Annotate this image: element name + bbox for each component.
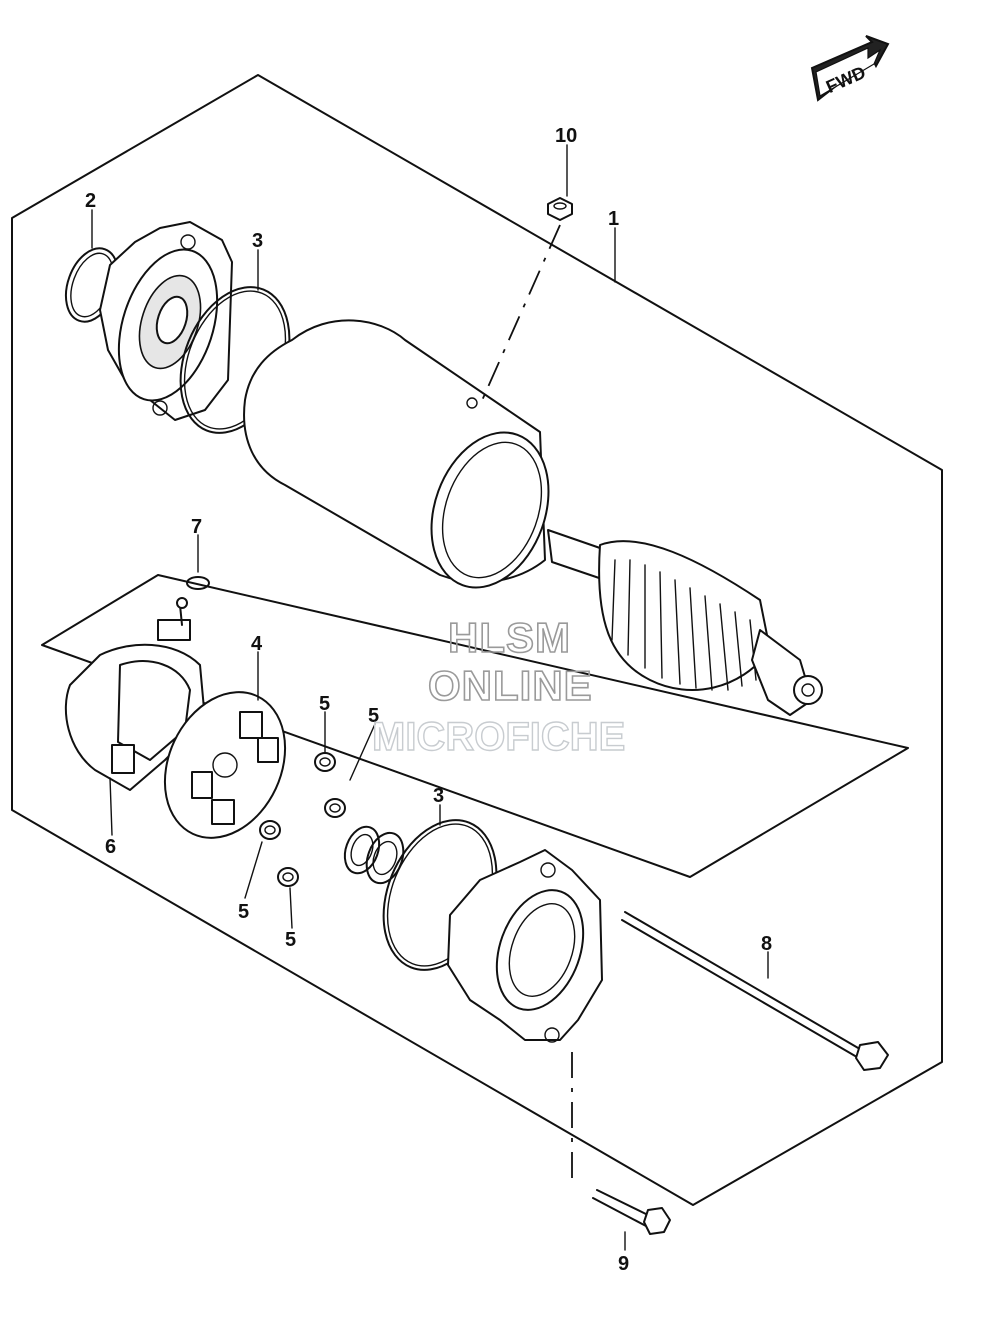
watermark-line-1: HLSM [448, 614, 571, 661]
callout-5-b: 5 [368, 705, 379, 727]
armature [547, 529, 823, 716]
part-5-spring-c [259, 820, 281, 840]
callout-2: 2 [85, 190, 96, 212]
watermark-line-2: ONLINE [428, 662, 593, 709]
callout-5-c: 5 [238, 901, 249, 923]
callout-8: 8 [761, 933, 772, 955]
nut-leader-dashed [479, 224, 561, 406]
fwd-arrow-icon: FWD [810, 35, 890, 102]
part-9-short-bolt [592, 1189, 671, 1235]
part-5-spring-a [314, 752, 336, 772]
callout-1: 1 [608, 208, 619, 230]
part-8-through-bolt [621, 911, 889, 1071]
callout-5-a: 5 [319, 693, 330, 715]
callout-3-top: 3 [252, 230, 263, 252]
callout-7: 7 [191, 516, 202, 538]
part-7-small-o-ring [186, 576, 210, 590]
assembly-frame [11, 74, 943, 1206]
leader-lines [91, 144, 769, 1251]
washers [343, 825, 405, 885]
callout-3-bottom: 3 [433, 785, 444, 807]
yoke-housing [243, 319, 550, 589]
callout-5-d: 5 [285, 929, 296, 951]
part-5-spring-b [324, 798, 346, 818]
callout-10: 10 [555, 125, 577, 147]
sub-frame [41, 574, 909, 878]
front-cover-housing [99, 221, 233, 421]
callout-6: 6 [105, 836, 116, 858]
callout-4: 4 [251, 633, 263, 655]
callout-9: 9 [618, 1253, 629, 1275]
watermark-line-3: MICROFICHE [372, 715, 625, 759]
part-5-spring-d [277, 867, 299, 887]
part-4-brush-plate [163, 691, 287, 839]
part-10-nut [547, 197, 573, 221]
rear-cover-housing [447, 849, 603, 1043]
